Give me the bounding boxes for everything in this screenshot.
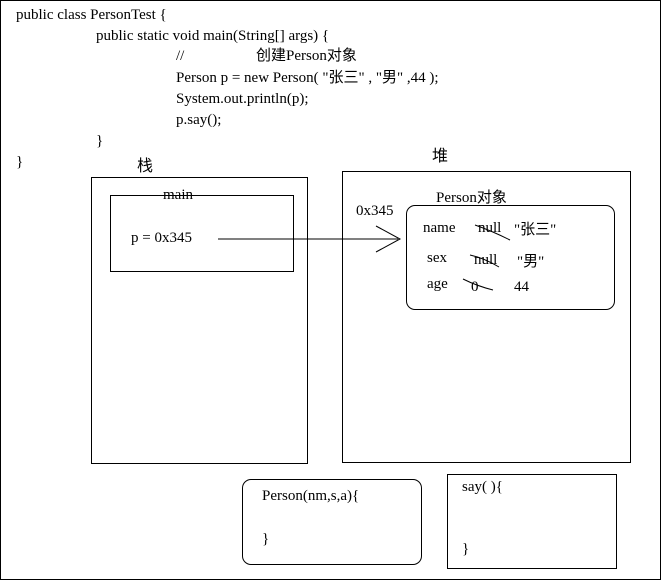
field-sex-label: sex [427,250,447,266]
code-line-println: System.out.println(p); [176,91,309,107]
say-close: } [462,541,470,557]
stack-label: 栈 [137,158,154,175]
field-age-new-value: 44 [514,279,529,295]
field-name-label: name [423,220,456,236]
field-name-new-value: "张三" [514,222,557,238]
strike-age-zero [462,278,494,291]
code-close-method: } [96,133,104,149]
heap-box [342,171,631,463]
field-age-old-value: 0 [471,279,479,295]
heap-label: 堆 [432,148,449,165]
heap-address: 0x345 [356,203,394,219]
code-close-class: } [16,154,24,170]
say-method-box [447,474,617,569]
code-line-new-person: Person p = new Person( "张三" , "男" ,44 ); [176,70,439,86]
strike-name-null [474,224,511,241]
code-line-class: public class PersonTest { [16,7,167,23]
field-age-label: age [427,276,448,292]
code-comment-text: 创建Person对象 [256,48,357,64]
main-frame-box [110,195,294,272]
constructor-close: } [262,531,270,547]
stack-variable-p: p = 0x345 [131,230,192,246]
field-name-old-value: null [478,220,502,236]
person-object-box [406,205,615,310]
constructor-signature: Person(nm,s,a){ [262,488,360,504]
code-line-main: public static void main(String[] args) { [96,28,330,44]
code-line-say: p.say(); [176,112,222,128]
code-comment-slashes: // [176,48,185,64]
constructor-box [242,479,422,565]
stack-box [91,177,308,464]
reference-arrow-head [375,225,402,253]
say-signature: say( ){ [462,479,503,495]
person-object-label: Person对象 [436,190,507,206]
field-sex-new-value: "男" [517,254,545,270]
strike-sex-null [469,254,500,268]
